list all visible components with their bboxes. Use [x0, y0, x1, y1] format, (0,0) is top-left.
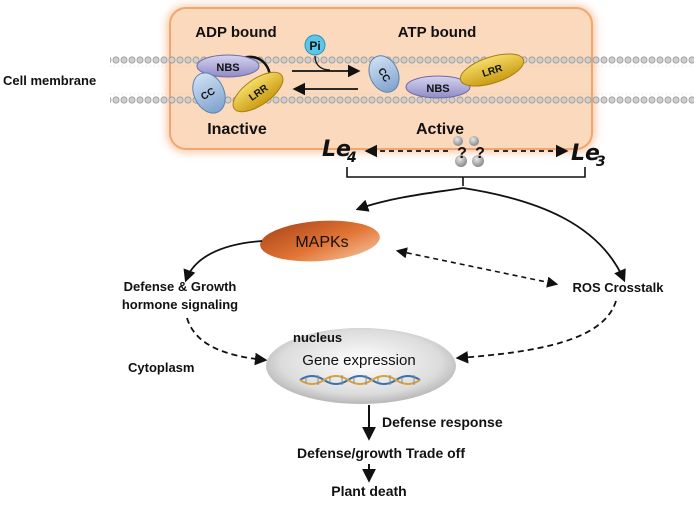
atp-bound-label: ATP bound: [398, 24, 477, 41]
le3-subscript: 3: [596, 154, 606, 170]
unknown-factors: ? ?: [453, 136, 485, 167]
plant-death-label: Plant death: [331, 483, 406, 499]
gene-brace: [346, 167, 586, 186]
unknown-mark-1: ?: [457, 145, 467, 162]
lrr-domain-inactive: [232, 71, 284, 113]
cc-domain-active: [368, 55, 400, 93]
inactive-label: Inactive: [207, 121, 267, 138]
le4-subscript: 4: [346, 150, 357, 166]
membrane-label: Cell membrane: [3, 73, 96, 88]
mapks-label: MAPKs: [295, 234, 348, 251]
active-label: Active: [416, 121, 464, 138]
nbs-label-active: NBS: [426, 83, 449, 95]
mapks-node: MAPKs: [260, 220, 380, 262]
receptor-active: CC NBS LRR: [368, 53, 525, 99]
cc-domain-inactive: [192, 72, 226, 114]
hormone-label-line1: Defense & Growth: [124, 279, 237, 294]
arrow-to-hormone: [183, 240, 263, 283]
hormone-to-nucleus-arrow: [186, 317, 268, 366]
adp-bound-label: ADP bound: [195, 24, 276, 41]
arrow-to-mapks: [355, 187, 464, 212]
le3-base: Le: [571, 141, 600, 166]
ros-label: ROS Crosstalk: [572, 280, 664, 295]
nbs-domain-inactive: [196, 54, 260, 78]
unknown-mark-2: ?: [475, 145, 485, 162]
pi-label: Pi: [309, 39, 320, 53]
ros-to-nucleus-arrow: [455, 300, 617, 364]
nucleus: nucleus Gene expression: [266, 328, 456, 404]
nucleus-label: nucleus: [293, 330, 342, 345]
lrr-domain-active: [459, 53, 525, 87]
cell-membrane: [110, 56, 694, 104]
nbs-domain-active: [405, 75, 471, 99]
receptor-inactive: NBS CC LRR: [192, 54, 284, 114]
le3-gene: Le 3: [571, 141, 606, 170]
mapks-ros-crosstalk-arrow: [395, 247, 559, 288]
le4-gene: Le 4: [322, 137, 357, 166]
tradeoff-label: Defense/growth Trade off: [297, 445, 465, 461]
nbs-label-inactive: NBS: [216, 62, 239, 74]
hormone-label-line2: hormone signaling: [122, 297, 238, 312]
cytoplasm-label: Cytoplasm: [128, 360, 194, 375]
dna-helix-icon: [299, 375, 421, 385]
arrow-to-ros: [462, 187, 626, 283]
le4-base: Le: [322, 137, 351, 162]
pi-release-arrow: [314, 55, 331, 71]
defense-response-label: Defense response: [382, 414, 503, 430]
gene-expression-label: Gene expression: [302, 352, 415, 369]
pi-molecule: Pi: [304, 34, 326, 56]
